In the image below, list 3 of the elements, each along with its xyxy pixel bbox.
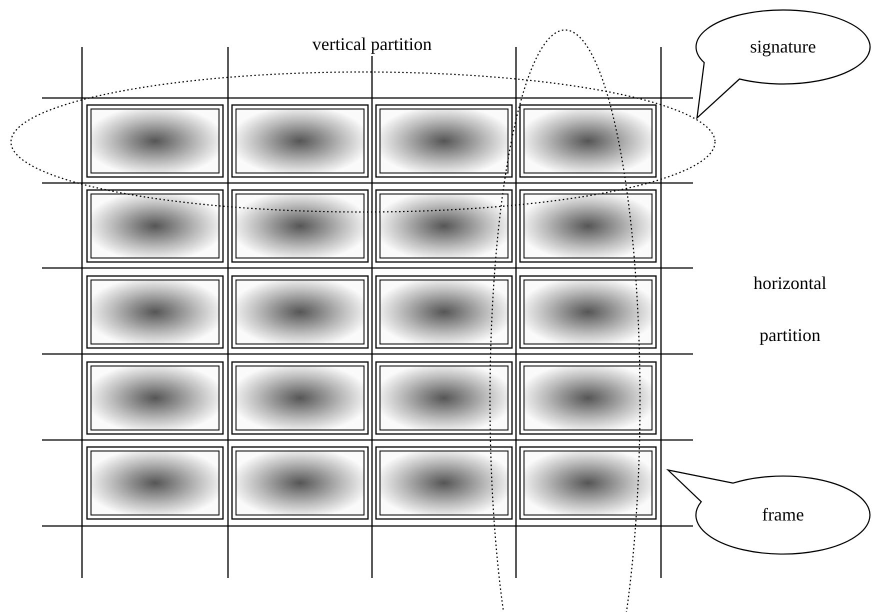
callout-text: signature bbox=[750, 36, 816, 58]
callout-text: frame bbox=[762, 504, 804, 526]
partition-label: horizontal partition bbox=[752, 272, 828, 347]
